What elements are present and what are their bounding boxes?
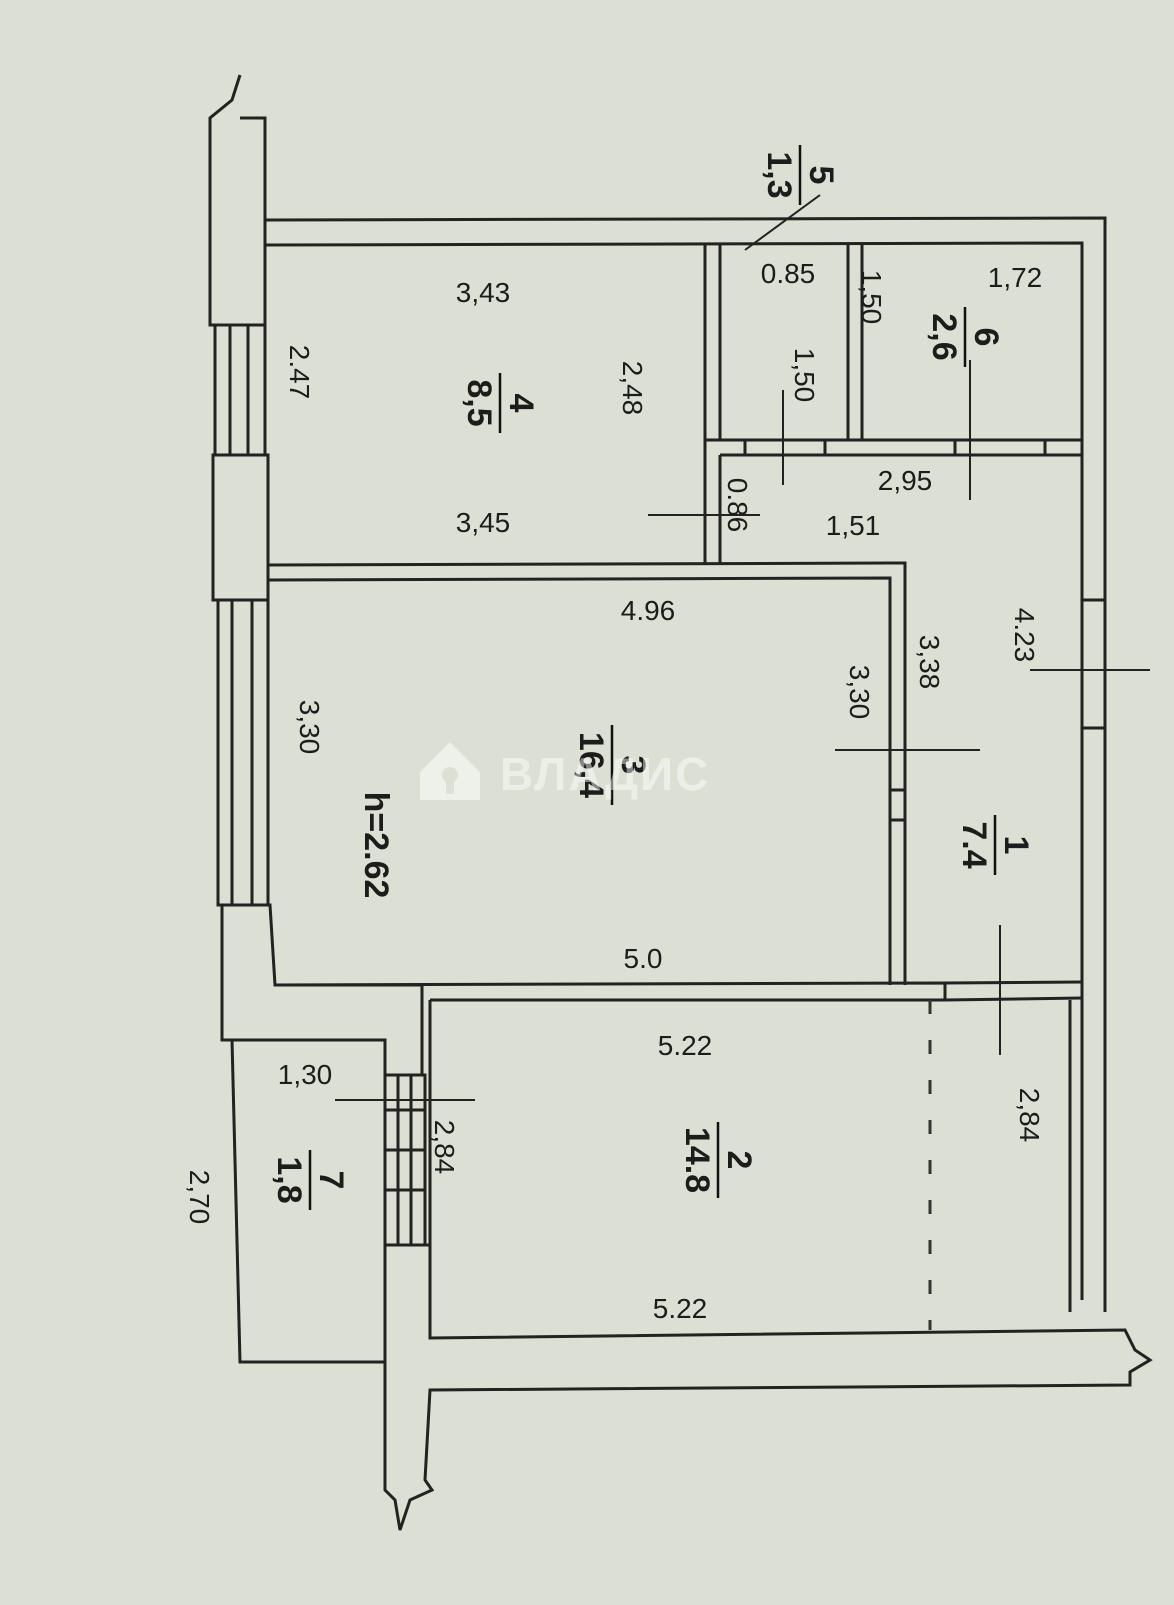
dim-r3-bottom: 5.0	[624, 943, 663, 974]
room-1-number: 1	[997, 836, 1035, 855]
dim-r2-top: 5.22	[658, 1030, 713, 1061]
dim-r5-height: 1,50	[789, 348, 820, 403]
dim-r7-width: 1,30	[278, 1059, 333, 1090]
watermark: ВЛАДИС	[420, 742, 710, 800]
room-4-number: 4	[502, 394, 540, 413]
dim-r4-left: 2.47	[284, 345, 315, 400]
ceiling-height: h=2.62	[357, 792, 395, 899]
room-label-1: 1 7.4	[955, 815, 1035, 875]
dim-r6-height: 1,50	[856, 270, 887, 325]
room-1-area: 7.4	[955, 821, 993, 868]
dim-r7-length: 2,70	[184, 1170, 215, 1225]
dim-r4-right: 2,48	[617, 361, 648, 416]
dim-r5-width: 0.85	[761, 258, 816, 289]
wall-left-top	[208, 74, 267, 327]
room-6-area: 2,6	[925, 313, 963, 360]
dim-hall-top: 2,95	[878, 465, 933, 496]
wall-bottom	[383, 1243, 1153, 1531]
dim-hall-short: 0.86	[722, 478, 753, 533]
room-2-number: 2	[720, 1151, 758, 1170]
leader-room5	[744, 194, 821, 251]
ceiling-height-label: h=2.62	[357, 792, 395, 899]
dim-r2-right: 2,84	[1014, 1088, 1045, 1143]
dim-r2-left: 2,84	[429, 1120, 460, 1175]
dim-r3-left: 3,30	[294, 700, 325, 755]
entrance-door	[1080, 598, 1107, 730]
wall-left-lower	[220, 903, 424, 1077]
dim-hall-mid: 1,51	[826, 510, 881, 541]
room-3-area: 16,4	[572, 732, 610, 798]
room-label-5: 5 1,3	[760, 145, 840, 205]
dim-r4-bottom: 3,45	[456, 507, 511, 538]
window-room4	[213, 323, 267, 457]
watermark-text: ВЛАДИС	[500, 748, 710, 800]
section-lines	[335, 194, 1150, 1101]
dim-r4-top: 3,43	[456, 277, 511, 308]
room-7-area: 1,8	[270, 1156, 308, 1203]
dim-r3-top: 4.96	[621, 595, 676, 626]
room-label-7: 7 1,8	[270, 1150, 350, 1210]
dim-hall-wall: 3,38	[914, 635, 945, 690]
wall-top-outer	[264, 216, 1107, 1312]
dimension-labels: 3,43 3,45 0.85 1,72 2,95 1,51 4.96 5.0 5…	[184, 258, 1045, 1324]
walls	[208, 74, 1153, 1531]
room-2-area: 14.8	[678, 1127, 716, 1193]
dim-r3-right: 3,30	[844, 665, 875, 720]
room-6-number: 6	[967, 328, 1005, 347]
window-room3	[216, 598, 270, 907]
room-label-4: 4 8,5	[460, 373, 540, 433]
room-label-3: 3 16,4	[572, 725, 652, 805]
room-5-number: 5	[802, 166, 840, 185]
room-label-2: 2 14.8	[678, 1122, 758, 1198]
dim-hall-right: 4.23	[1009, 608, 1040, 663]
balcony-outline	[230, 1039, 385, 1364]
dim-r2-bottom: 5.22	[653, 1293, 708, 1324]
room-3-number: 3	[614, 756, 652, 775]
wall-top-inner	[264, 241, 1084, 1300]
room-label-6: 6 2,6	[925, 307, 1005, 367]
room-4-area: 8,5	[460, 379, 498, 426]
wall-pier-left	[211, 453, 270, 602]
room-5-area: 1,3	[760, 151, 798, 198]
wall-partition-3-2	[274, 981, 947, 1002]
home-icon	[420, 742, 480, 800]
room-7-number: 7	[312, 1171, 350, 1190]
dim-r6-width: 1,72	[988, 262, 1043, 293]
wall-partition-4-3	[267, 561, 907, 985]
